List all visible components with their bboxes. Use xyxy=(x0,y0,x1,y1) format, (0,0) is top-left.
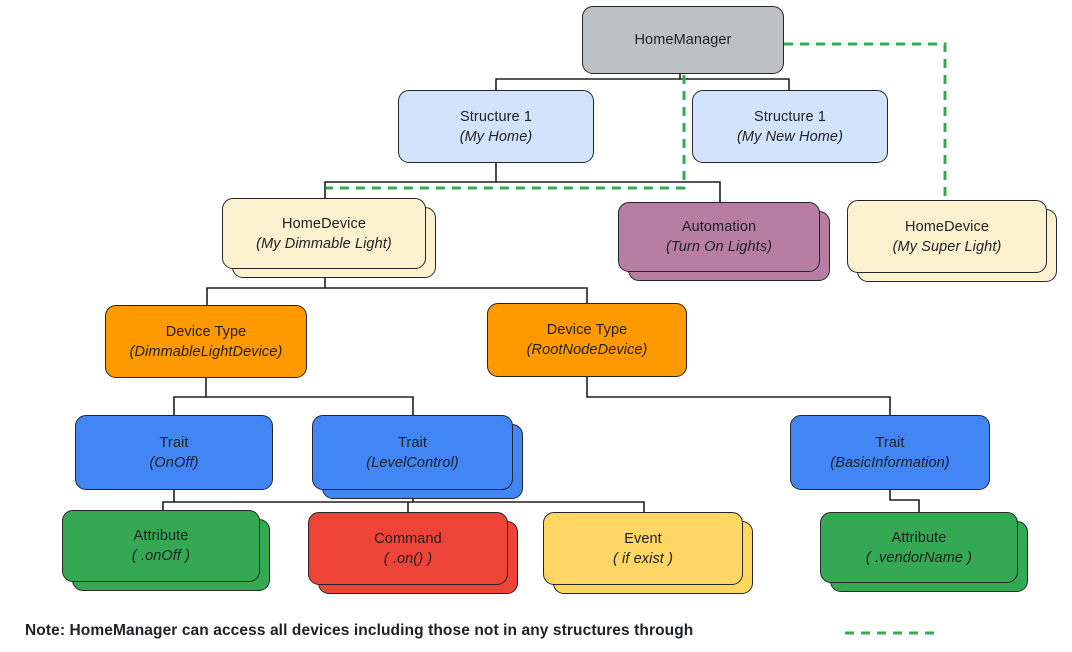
node-command-on: Command ( .on() ) xyxy=(308,512,518,594)
node-homedevice-super-light: HomeDevice (My Super Light) xyxy=(847,200,1057,282)
basicinfo-to-vendorname xyxy=(889,490,920,512)
homemanager-to-dimmablelight-dashed xyxy=(326,75,686,190)
node-card: Automation (Turn On Lights) xyxy=(618,202,820,272)
node-devicetype-rootnode: Device Type (RootNodeDevice) xyxy=(487,303,687,377)
node-automation-turn-on: Automation (Turn On Lights) xyxy=(618,202,830,281)
node-attribute-onoff: Attribute ( .onOff ) xyxy=(62,510,270,591)
node-homedevice-dimmable: HomeDevice (My Dimmable Light) xyxy=(222,198,436,278)
node-subtitle: ( if exist ) xyxy=(612,550,673,567)
node-attribute-vendorname: Attribute ( .vendorName ) xyxy=(820,512,1028,592)
node-trait-onoff: Trait (OnOff) xyxy=(75,415,273,490)
node-card: Structure 1 (My Home) xyxy=(398,90,594,163)
node-trait-basicinformation: Trait (BasicInformation) xyxy=(790,415,990,490)
node-card: Trait (BasicInformation) xyxy=(790,415,990,490)
node-title: HomeDevice xyxy=(905,218,989,235)
node-subtitle: (My Super Light) xyxy=(892,238,1002,255)
node-subtitle: (RootNodeDevice) xyxy=(526,342,648,358)
note-text: Note: HomeManager can access all devices… xyxy=(25,622,694,639)
node-subtitle: (My Home) xyxy=(459,128,533,145)
node-card: Device Type (RootNodeDevice) xyxy=(487,303,687,377)
node-card: HomeDevice (My Super Light) xyxy=(847,200,1047,273)
dimmabledevicetype-to-traits xyxy=(173,378,414,415)
node-title: Automation xyxy=(681,219,757,235)
node-subtitle: (OnOff) xyxy=(149,454,199,471)
node-subtitle: (Turn On Lights) xyxy=(665,239,773,255)
node-trait-levelcontrol: Trait (LevelControl) xyxy=(312,415,523,499)
node-subtitle: (My New Home) xyxy=(736,128,844,145)
node-subtitle: (BasicInformation) xyxy=(830,454,950,471)
node-title: Structure 1 xyxy=(459,108,533,125)
node-title: Trait xyxy=(875,434,905,451)
node-title: Device Type xyxy=(546,322,628,338)
node-card: Device Type (DimmableLightDevice) xyxy=(105,305,307,378)
node-structure-my-new-home: Structure 1 (My New Home) xyxy=(692,90,888,163)
node-card: HomeManager xyxy=(582,6,784,74)
node-home-manager: HomeManager xyxy=(582,6,784,74)
node-title: Event xyxy=(624,530,662,547)
node-subtitle: (DimmableLightDevice) xyxy=(129,343,283,360)
node-subtitle: ( .vendorName ) xyxy=(865,549,973,566)
rootnodedevicetype-to-basicinfo xyxy=(586,377,891,415)
node-title: Trait xyxy=(159,434,189,451)
homemanager-to-structures xyxy=(495,74,790,90)
node-card: Trait (LevelControl) xyxy=(312,415,513,490)
node-subtitle: (LevelControl) xyxy=(366,454,459,471)
node-subtitle: ( .on() ) xyxy=(383,550,433,567)
node-card: HomeDevice (My Dimmable Light) xyxy=(222,198,426,269)
node-card: Command ( .on() ) xyxy=(308,512,508,585)
node-event-if-exist: Event ( if exist ) xyxy=(543,512,753,594)
node-title: Attribute xyxy=(133,528,189,544)
node-subtitle: ( .onOff ) xyxy=(131,548,191,564)
node-title: Command xyxy=(374,530,442,547)
node-subtitle: (My Dimmable Light) xyxy=(256,235,392,252)
node-card: Trait (OnOff) xyxy=(75,415,273,490)
node-card: Attribute ( .onOff ) xyxy=(62,510,260,582)
node-title: Device Type xyxy=(165,323,247,340)
homemanager-to-superlight-dashed xyxy=(784,42,947,199)
node-title: Trait xyxy=(398,434,427,451)
node-card: Event ( if exist ) xyxy=(543,512,743,585)
node-card: Attribute ( .vendorName ) xyxy=(820,512,1018,583)
node-structure-my-home: Structure 1 (My Home) xyxy=(398,90,594,163)
node-card: Structure 1 (My New Home) xyxy=(692,90,888,163)
node-title: HomeManager xyxy=(634,32,732,48)
node-title: Attribute xyxy=(891,529,947,546)
node-title: Structure 1 xyxy=(753,108,827,125)
node-title: HomeDevice xyxy=(282,215,366,232)
myhome-to-children xyxy=(324,163,721,202)
node-devicetype-dimmable: Device Type (DimmableLightDevice) xyxy=(105,305,307,378)
